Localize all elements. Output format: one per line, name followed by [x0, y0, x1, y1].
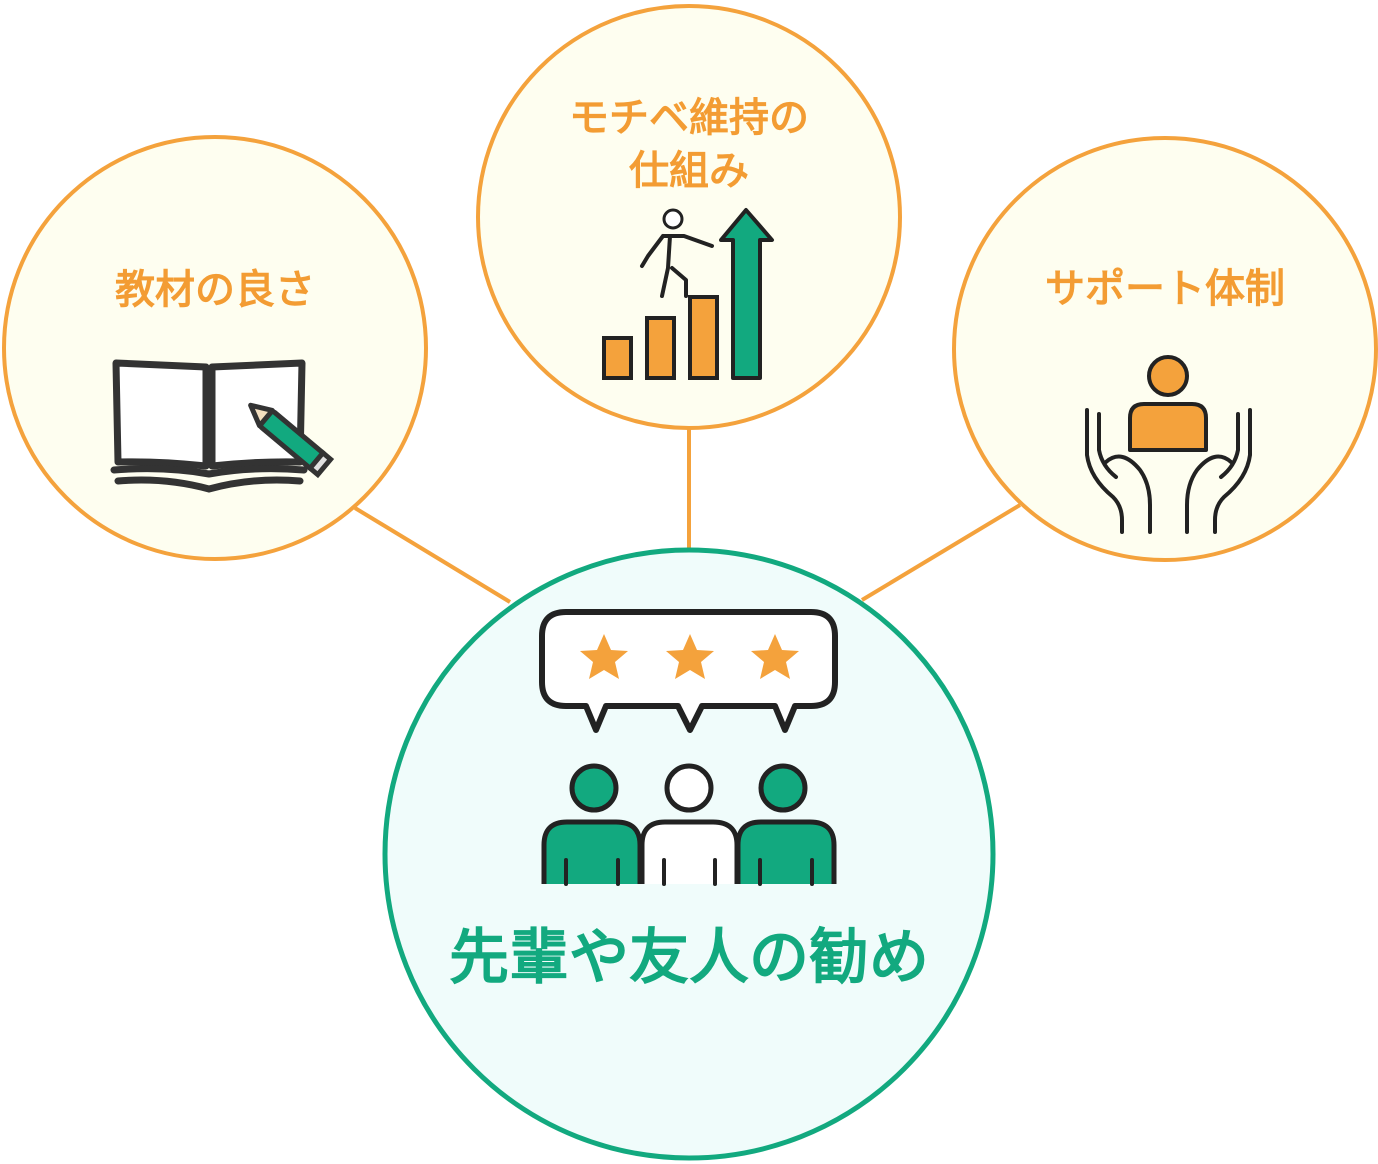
node-left-label: 教材の良さ — [115, 267, 315, 313]
node-center-label: 先輩や友人の勧め — [449, 923, 929, 993]
connector-right — [860, 503, 1022, 602]
star-icon — [580, 634, 628, 679]
node-right-label: サポート体制 — [1045, 266, 1285, 312]
node-top-circle — [476, 4, 902, 430]
rating-stars — [580, 634, 799, 679]
node-left-circle — [2, 135, 428, 561]
star-icon — [751, 634, 799, 679]
node-right: サポート体制 — [952, 136, 1378, 562]
node-top: モチベ維持の 仕組み — [476, 4, 902, 430]
connectors — [353, 426, 1022, 604]
node-center: 先輩や友人の勧め — [382, 547, 996, 1161]
node-top-label-line1: モチベ維持の — [569, 95, 809, 141]
star-icon — [666, 634, 714, 679]
review-people-icon — [539, 609, 838, 886]
support-hands-icon — [1085, 355, 1252, 534]
node-right-circle — [952, 136, 1378, 562]
connector-left — [353, 506, 512, 604]
growth-stairs-icon — [602, 208, 774, 380]
node-top-label-line2: 仕組み — [629, 148, 749, 194]
node-left: 教材の良さ — [2, 135, 428, 561]
book-pencil-icon — [110, 359, 335, 493]
